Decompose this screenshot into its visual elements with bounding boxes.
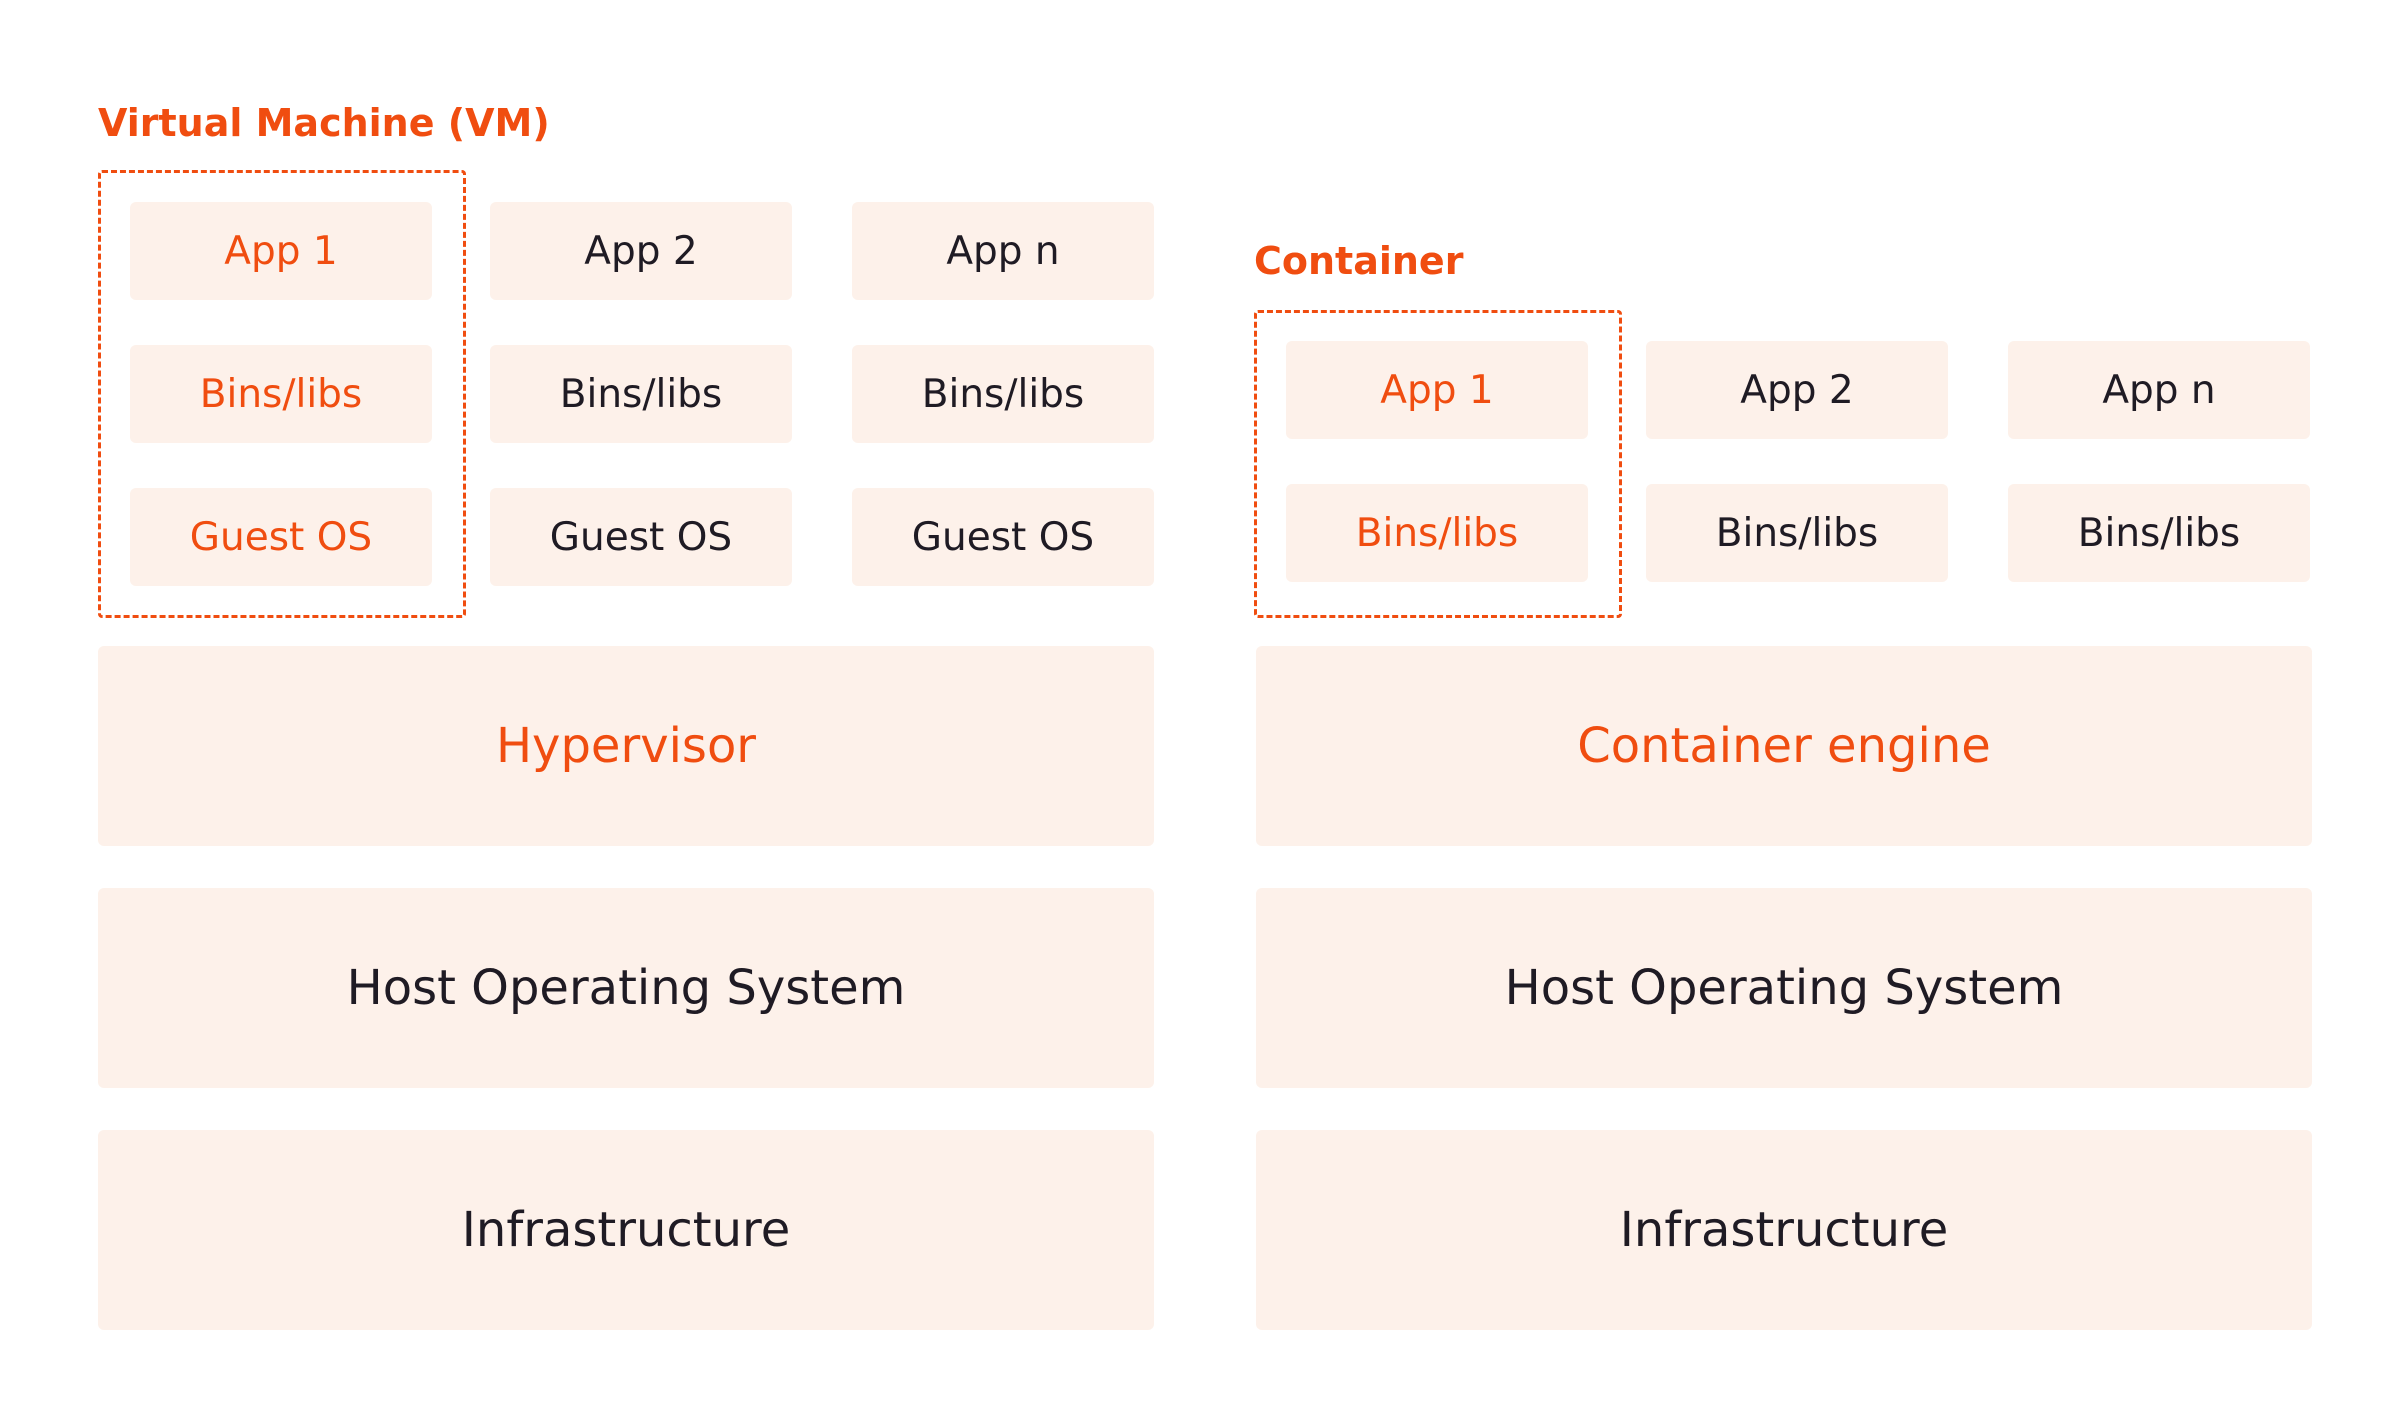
- vm-app-n: App n: [852, 202, 1154, 300]
- container-app-1: App 1: [1286, 341, 1588, 439]
- vm-app-1: App 1: [130, 202, 432, 300]
- container-title: Container: [1254, 239, 1464, 283]
- container-bins-libs-n: Bins/libs: [2008, 484, 2310, 582]
- container-app-n: App n: [2008, 341, 2310, 439]
- vm-app-2: App 2: [490, 202, 792, 300]
- vm-guest-os-n: Guest OS: [852, 488, 1154, 586]
- container-infrastructure-layer: Infrastructure: [1256, 1130, 2312, 1330]
- vm-bins-libs-1: Bins/libs: [130, 345, 432, 443]
- container-bins-libs-1: Bins/libs: [1286, 484, 1588, 582]
- vm-infrastructure-layer: Infrastructure: [98, 1130, 1154, 1330]
- container-host-os-layer: Host Operating System: [1256, 888, 2312, 1088]
- container-bins-libs-2: Bins/libs: [1646, 484, 1948, 582]
- vm-bins-libs-n: Bins/libs: [852, 345, 1154, 443]
- vm-guest-os-2: Guest OS: [490, 488, 792, 586]
- container-app-2: App 2: [1646, 341, 1948, 439]
- vm-bins-libs-2: Bins/libs: [490, 345, 792, 443]
- vm-host-os-layer: Host Operating System: [98, 888, 1154, 1088]
- container-engine-layer: Container engine: [1256, 646, 2312, 846]
- vm-guest-os-1: Guest OS: [130, 488, 432, 586]
- vm-title: Virtual Machine (VM): [98, 101, 550, 145]
- vm-hypervisor-layer: Hypervisor: [98, 646, 1154, 846]
